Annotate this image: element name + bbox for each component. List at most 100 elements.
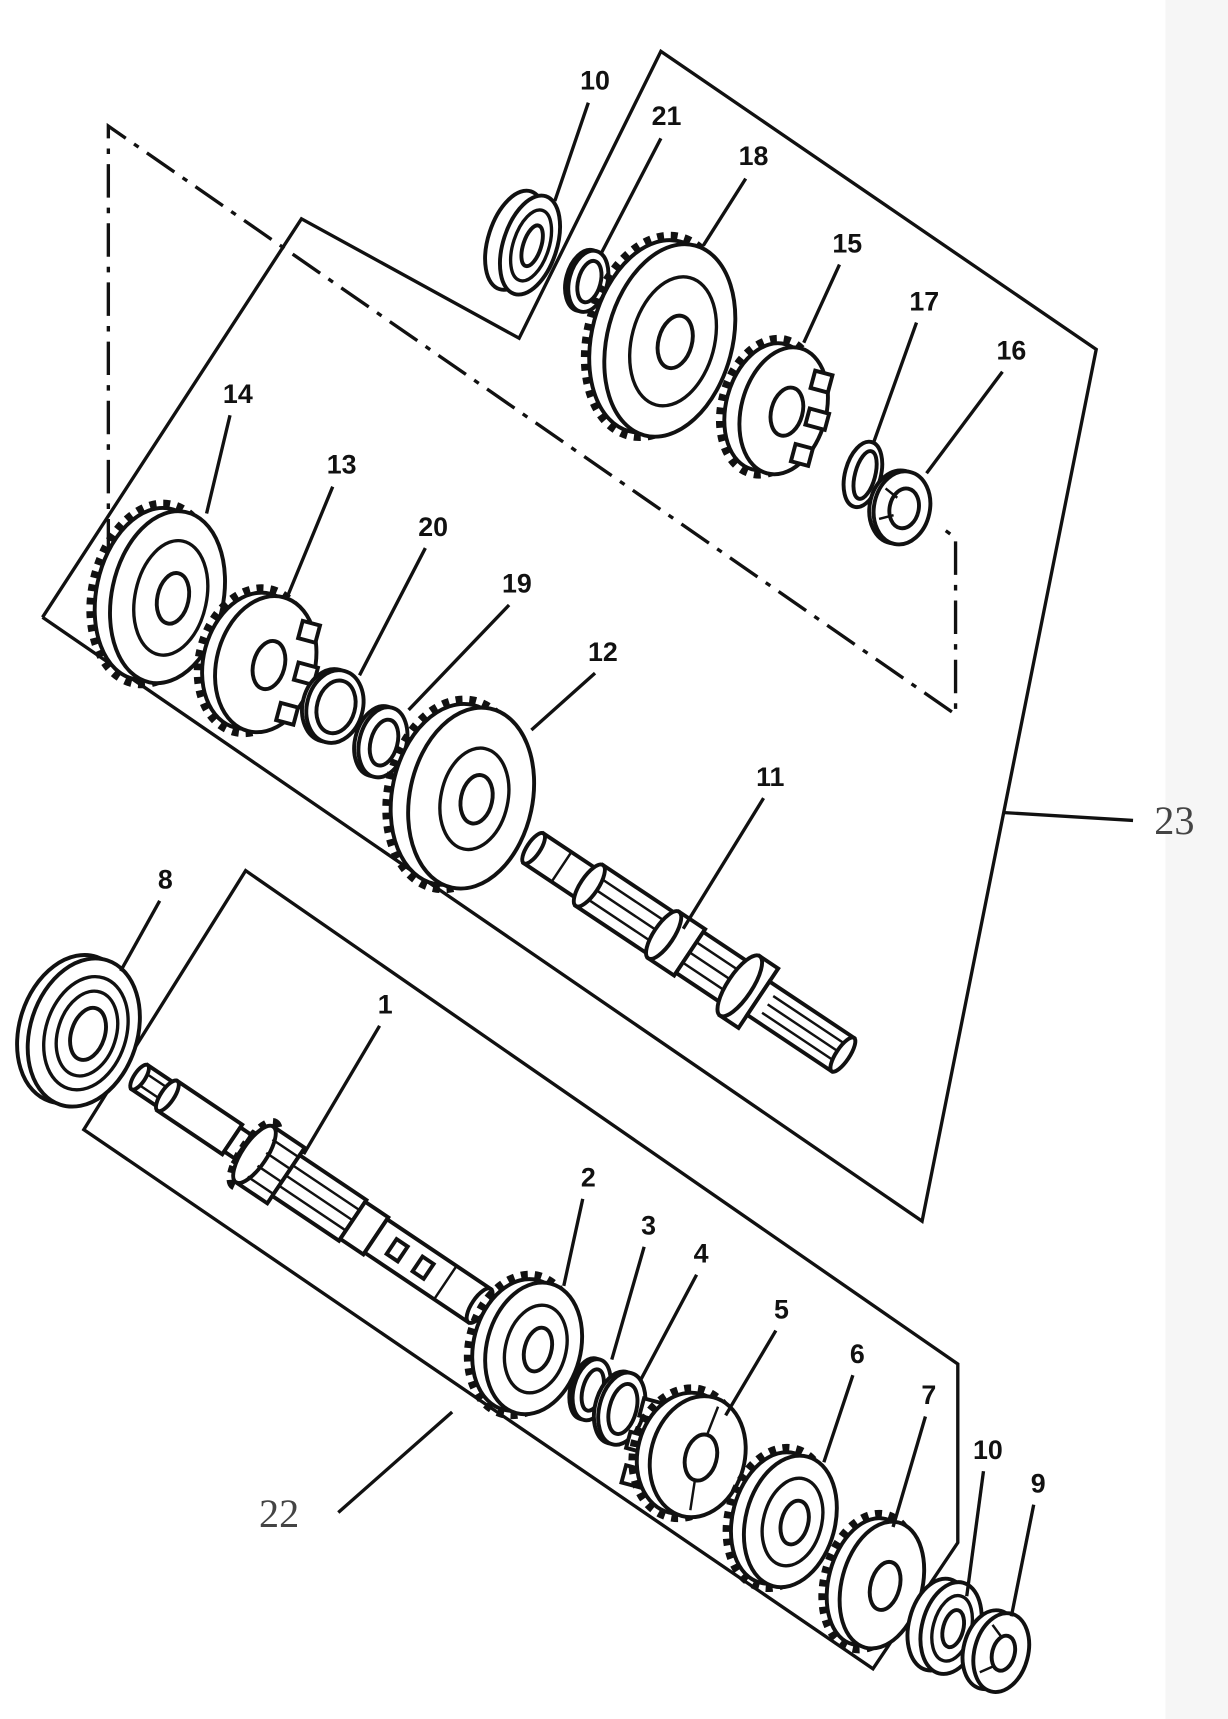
leader-2: [562, 1198, 585, 1287]
leader-10-top: [553, 102, 590, 202]
shaft-end: [128, 1062, 151, 1092]
gear-hub: [655, 313, 695, 371]
leader-9: [1009, 1504, 1036, 1617]
callout-11: 11: [756, 762, 784, 792]
leader-20: [358, 547, 427, 677]
callout-10-top: 10: [580, 65, 610, 95]
bearing-outer-race: [42, 974, 130, 1092]
ring-4: [591, 1369, 648, 1447]
washer-tab: [884, 487, 899, 499]
gear-hub: [778, 1498, 811, 1547]
spline-line: [292, 1164, 361, 1212]
spline-line: [601, 877, 672, 926]
assembly-23-outline: [41, 48, 1099, 1224]
dog-lug: [802, 406, 832, 433]
dog-lug: [273, 700, 301, 728]
bearing-inner-race: [54, 989, 120, 1078]
circlip-inner: [851, 449, 879, 501]
bearing-bore: [68, 1005, 108, 1062]
leader-12: [530, 671, 597, 732]
leader-17: [871, 322, 919, 445]
gear-web: [132, 538, 210, 657]
leader-15: [802, 263, 842, 344]
shaft-shoulder: [154, 1078, 181, 1114]
nut-flat: [991, 1624, 1002, 1638]
shaft-end: [828, 1035, 858, 1074]
spline-line: [285, 1174, 354, 1222]
callout-20: 20: [418, 512, 448, 542]
gear-18: [580, 231, 738, 442]
assembly-label-22: 22: [259, 1491, 299, 1536]
leader-11: [681, 797, 766, 930]
callout-2: 2: [581, 1163, 596, 1193]
assembly-23-leader: [1004, 810, 1134, 823]
leader-3: [610, 1246, 646, 1361]
pinion-tooth-line: [246, 1175, 275, 1196]
dog-lug: [808, 368, 835, 395]
spline-line: [278, 1184, 347, 1232]
gear-hub: [458, 773, 495, 826]
gear-spoke: [705, 1406, 720, 1436]
spline-line: [772, 995, 845, 1045]
spline-line: [587, 898, 658, 947]
bearing-bore: [940, 1608, 967, 1650]
callout-5: 5: [774, 1294, 789, 1324]
callout-8: 8: [158, 865, 173, 895]
spline-line: [761, 1011, 834, 1061]
gear-hub: [154, 571, 192, 626]
gear-spoke: [689, 1480, 697, 1511]
callout-13: 13: [327, 449, 357, 479]
callout-1: 1: [378, 990, 393, 1020]
bearing-race: [508, 208, 554, 283]
callout-17: 17: [909, 286, 939, 316]
shaft-end: [520, 831, 547, 866]
callout-18: 18: [739, 141, 769, 171]
dog-lug: [295, 618, 323, 646]
gear-14: [86, 499, 227, 689]
washer-16: [867, 468, 933, 547]
leader-6: [822, 1374, 855, 1463]
leader-10-bottom: [965, 1470, 986, 1597]
gear-hub: [768, 385, 806, 438]
dog-lug: [788, 441, 816, 469]
gear-6: [722, 1443, 839, 1593]
gear-hub: [867, 1559, 903, 1612]
callout-4: 4: [694, 1238, 709, 1268]
ring-hole: [606, 1381, 640, 1436]
shaft-11: [520, 830, 858, 1075]
shaft-groove: [433, 1265, 458, 1300]
gear-web: [760, 1476, 825, 1568]
washer-tab: [878, 514, 894, 521]
callout-3: 3: [641, 1211, 656, 1241]
gear-hub: [521, 1325, 555, 1374]
pinion-tooth-line: [256, 1164, 283, 1184]
leader-19: [407, 603, 511, 712]
bearing-8: [15, 953, 142, 1109]
leader-14: [204, 414, 232, 514]
callout-21: 21: [652, 101, 682, 131]
callout-9: 9: [1031, 1468, 1046, 1498]
callout-10-bottom: 10: [973, 1435, 1003, 1465]
gear-12: [382, 695, 537, 894]
ring-hole: [367, 717, 401, 768]
callout-19: 19: [502, 569, 532, 599]
gear-5: [619, 1384, 748, 1523]
pinion-tooth-line: [271, 1138, 300, 1159]
leader-21: [599, 137, 663, 256]
spline-line: [766, 1003, 839, 1053]
shaft-keyway: [409, 1253, 437, 1282]
gear-web: [502, 1303, 569, 1395]
gear-7: [818, 1509, 927, 1654]
gear-13: [193, 584, 323, 738]
leader-8: [119, 899, 162, 972]
nut-flat: [979, 1665, 994, 1674]
callout-16: 16: [996, 335, 1026, 365]
leader-13: [286, 486, 335, 596]
pinion-tooth-line: [265, 1151, 292, 1171]
shaft-shoulder: [644, 909, 684, 961]
leader-4: [639, 1273, 699, 1381]
leader-1: [302, 1024, 382, 1156]
gear-15: [715, 334, 835, 479]
callout-7: 7: [921, 1380, 936, 1410]
